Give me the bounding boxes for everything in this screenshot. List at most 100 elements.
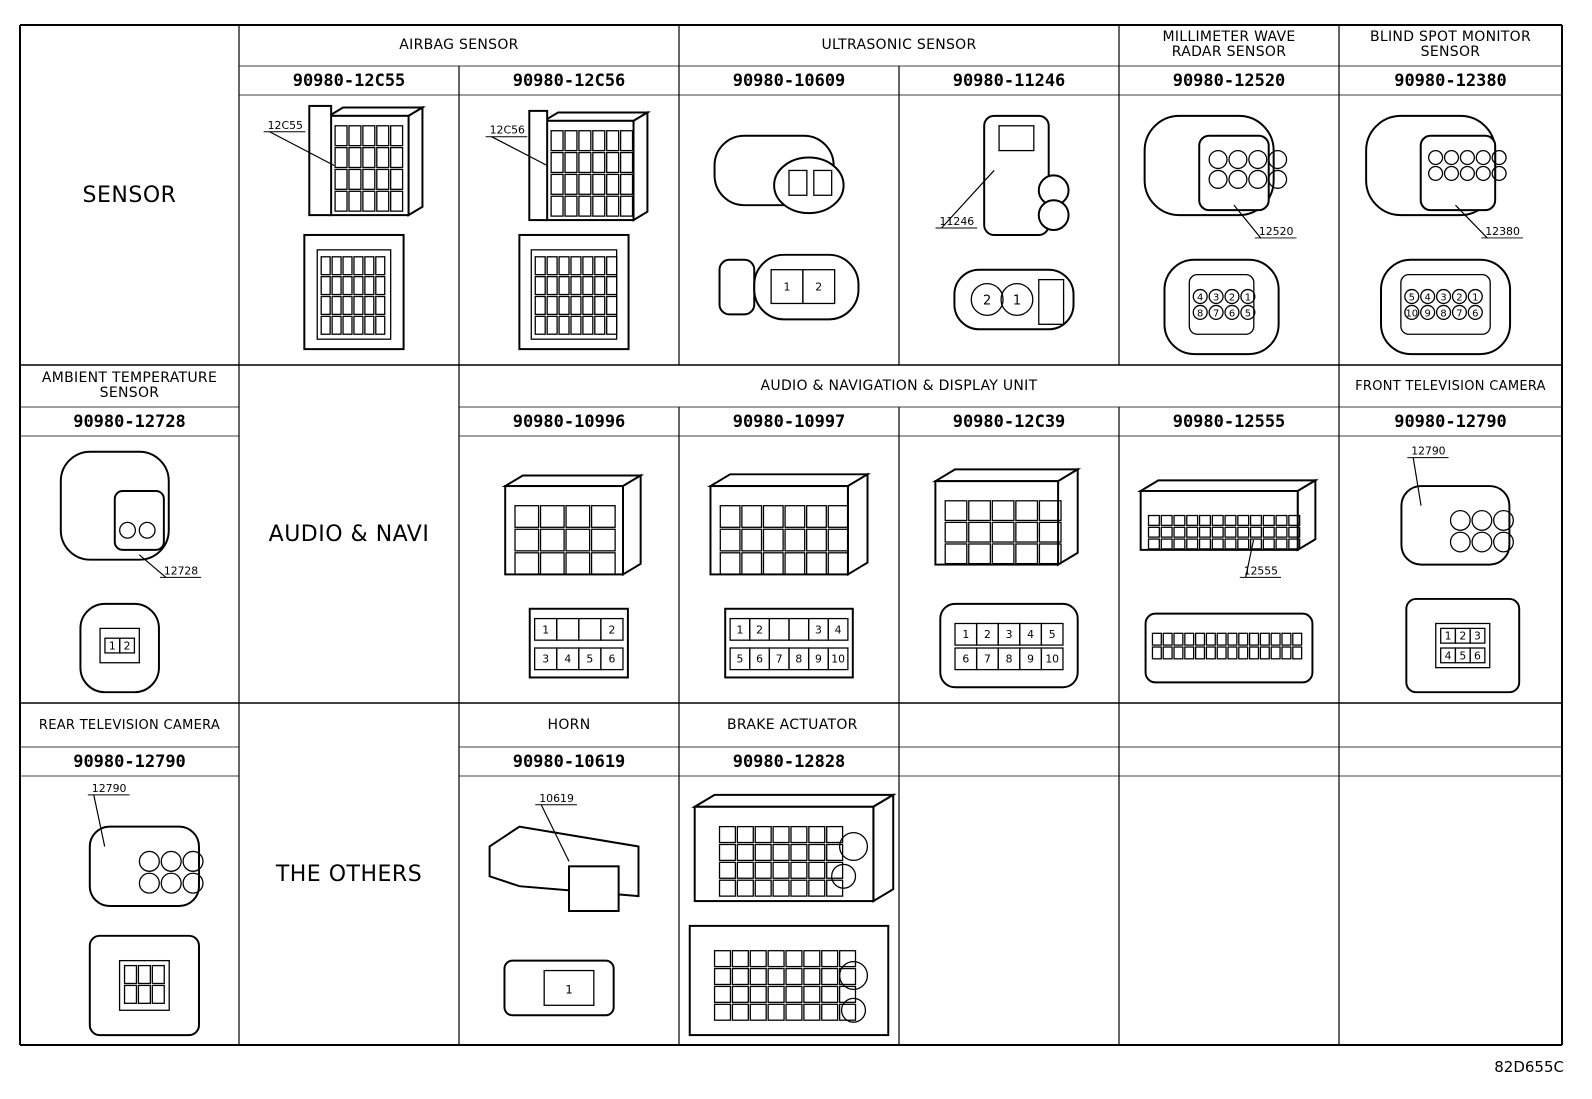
- connector-drawing: [688, 793, 897, 1037]
- connector-12790-rear: 12790: [20, 777, 239, 1045]
- part-number-12c56: 90980-12C56: [512, 71, 626, 91]
- svg-text:4: 4: [1027, 628, 1034, 641]
- svg-text:4: 4: [1197, 292, 1203, 303]
- svg-text:10: 10: [1405, 308, 1418, 319]
- part-number-12555: 90980-12555: [1172, 412, 1286, 432]
- svg-text:10: 10: [831, 653, 845, 666]
- svg-text:5: 5: [1049, 628, 1056, 641]
- connector-drawing: 10619 1: [488, 792, 640, 1017]
- svg-text:2: 2: [1456, 292, 1462, 303]
- svg-text:7: 7: [776, 653, 783, 666]
- svg-text:6: 6: [962, 653, 969, 666]
- header-rear-television-camera: REAR TELEVISION CAMERA: [38, 717, 221, 733]
- drawing-code: 82D655C: [1494, 1058, 1564, 1076]
- header-brake-actuator: BRAKE ACTUATOR: [727, 716, 858, 733]
- part-number-12380: 90980-12380: [1394, 71, 1507, 91]
- svg-text:7: 7: [984, 653, 991, 666]
- svg-text:1: 1: [1013, 293, 1021, 308]
- svg-text:2: 2: [984, 628, 991, 641]
- svg-text:3: 3: [1440, 292, 1446, 303]
- svg-text:12C56: 12C56: [490, 124, 525, 137]
- header-horn: HORN: [547, 716, 591, 733]
- svg-text:5: 5: [1459, 649, 1466, 662]
- svg-text:1: 1: [1245, 292, 1251, 303]
- svg-text:8: 8: [795, 653, 802, 666]
- header-audio-navigation-display: AUDIO & NAVIGATION & DISPLAY UNIT: [760, 377, 1038, 394]
- connector-drawing: 12555: [1137, 478, 1319, 684]
- part-number-10619: 90980-10619: [512, 752, 626, 772]
- svg-text:3: 3: [815, 623, 822, 636]
- part-number-11246: 90980-11246: [952, 71, 1066, 91]
- svg-text:9: 9: [1027, 653, 1034, 666]
- svg-text:12790: 12790: [92, 782, 127, 795]
- svg-text:1: 1: [1445, 630, 1452, 643]
- part-number-10996: 90980-10996: [512, 412, 626, 432]
- svg-text:1: 1: [109, 639, 116, 652]
- svg-text:7: 7: [1456, 308, 1462, 319]
- svg-text:8: 8: [1006, 653, 1013, 666]
- header-front-television-camera: FRONT TELEVISION CAMERA: [1355, 378, 1546, 394]
- part-number-12c55: 90980-12C55: [292, 71, 406, 91]
- connector-drawing: 12C56: [485, 109, 651, 351]
- svg-text:5: 5: [1245, 308, 1251, 319]
- category-the-others: THE OTHERS: [275, 861, 423, 887]
- svg-text:5: 5: [1409, 292, 1415, 303]
- svg-text:1: 1: [565, 982, 573, 996]
- svg-text:6: 6: [756, 653, 763, 666]
- svg-text:2: 2: [124, 639, 131, 652]
- svg-text:12728: 12728: [164, 564, 198, 577]
- header-blind-spot-monitor: BLIND SPOT MONITOR SENSOR: [1370, 29, 1531, 60]
- svg-text:6: 6: [1472, 308, 1478, 319]
- part-number-12828: 90980-12828: [732, 752, 846, 772]
- svg-text:2: 2: [756, 623, 763, 636]
- connector-12555: 12555: [1119, 437, 1339, 702]
- svg-text:12790: 12790: [1411, 445, 1445, 458]
- connector-10619: 10619 1: [459, 777, 679, 1045]
- svg-text:10: 10: [1045, 653, 1059, 666]
- header-ambient-temperature-sensor: AMBIENT TEMPERATURE SENSOR: [41, 370, 218, 401]
- svg-text:5: 5: [736, 653, 743, 666]
- svg-text:2: 2: [609, 623, 616, 636]
- part-number-10997: 90980-10997: [732, 412, 846, 432]
- svg-text:6: 6: [1474, 649, 1481, 662]
- connector-12c56: 12C56: [459, 96, 679, 364]
- header-ultrasonic-sensor: ULTRASONIC SENSOR: [821, 36, 977, 53]
- part-number-12728: 90980-12728: [73, 412, 186, 432]
- svg-text:1: 1: [542, 623, 549, 636]
- svg-text:8: 8: [1197, 308, 1203, 319]
- svg-text:1: 1: [784, 281, 791, 294]
- category-sensor: SENSOR: [82, 182, 177, 208]
- header-millimeter-wave-radar: MILLIMETER WAVE RADAR SENSOR: [1162, 29, 1296, 60]
- svg-text:9: 9: [815, 653, 822, 666]
- connector-drawing: 12C55: [263, 104, 427, 351]
- svg-text:8: 8: [1440, 308, 1446, 319]
- svg-text:12C55: 12C55: [268, 119, 303, 132]
- category-audio-navi: AUDIO & NAVI: [268, 521, 430, 547]
- svg-text:5: 5: [586, 653, 593, 666]
- svg-text:9: 9: [1425, 308, 1431, 319]
- svg-text:3: 3: [1474, 630, 1481, 643]
- svg-text:10619: 10619: [539, 792, 574, 805]
- svg-text:11246: 11246: [940, 215, 975, 228]
- svg-text:4: 4: [564, 653, 571, 666]
- connector-12c55: 12C55: [239, 96, 459, 364]
- svg-text:4: 4: [1445, 649, 1452, 662]
- part-number-12790-rear: 90980-12790: [73, 752, 186, 772]
